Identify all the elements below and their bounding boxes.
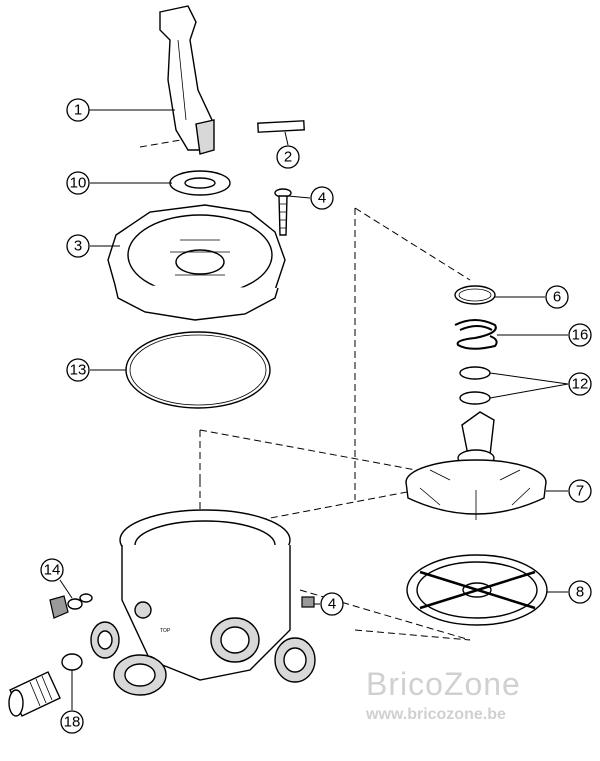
- brand-url-watermark: www.bricozone.be: [366, 706, 506, 723]
- callout-18: 18: [60, 710, 84, 734]
- callout-leaders: [59, 109, 569, 710]
- callout-7: 7: [568, 479, 592, 503]
- svg-text:18: 18: [64, 714, 81, 731]
- svg-text:2: 2: [284, 149, 292, 166]
- callout-4-upper: 4: [310, 186, 334, 210]
- svg-text:3: 3: [74, 238, 82, 255]
- svg-text:14: 14: [44, 562, 61, 579]
- threaded-connector-part: [8, 653, 83, 717]
- callout-13: 13: [66, 358, 90, 382]
- callout-12: 12: [568, 372, 592, 396]
- callout-6: 6: [545, 285, 569, 309]
- svg-text:10: 10: [70, 175, 87, 192]
- callout-1: 1: [66, 98, 90, 122]
- small-o-rings-part: [459, 366, 491, 405]
- svg-text:7: 7: [576, 483, 584, 500]
- callout-10: 10: [66, 171, 90, 195]
- callout-14: 14: [40, 558, 64, 582]
- callout-3: 3: [66, 234, 90, 258]
- svg-text:4: 4: [318, 190, 326, 207]
- svg-text:1: 1: [74, 102, 82, 119]
- svg-text:12: 12: [572, 376, 589, 393]
- spring-part: [454, 319, 498, 350]
- pin-part: [257, 120, 305, 133]
- o-ring-large-part: [125, 331, 271, 409]
- drain-plug-part: [49, 593, 93, 619]
- gasket-part: [406, 554, 548, 626]
- svg-text:16: 16: [572, 327, 589, 344]
- svg-text:6: 6: [553, 289, 561, 306]
- callout-8: 8: [568, 580, 592, 604]
- rotor-part: [405, 411, 547, 520]
- callout-16: 16: [568, 323, 592, 347]
- washer-part: [169, 170, 231, 196]
- nut-part-lower: [301, 596, 315, 608]
- callout-2: 2: [276, 145, 300, 169]
- body-top-marking: TOP: [160, 628, 171, 634]
- callout-4-lower: 4: [320, 592, 344, 616]
- svg-text:8: 8: [576, 584, 584, 601]
- screw-part-upper: [274, 188, 292, 236]
- svg-text:4: 4: [328, 596, 336, 613]
- handle-part: [159, 5, 215, 155]
- cover-part: [107, 204, 286, 321]
- brand-name-watermark: BricoZone: [366, 666, 521, 702]
- ring-part: [454, 285, 496, 305]
- valve-body-part: TOP: [90, 509, 316, 696]
- svg-text:13: 13: [70, 362, 87, 379]
